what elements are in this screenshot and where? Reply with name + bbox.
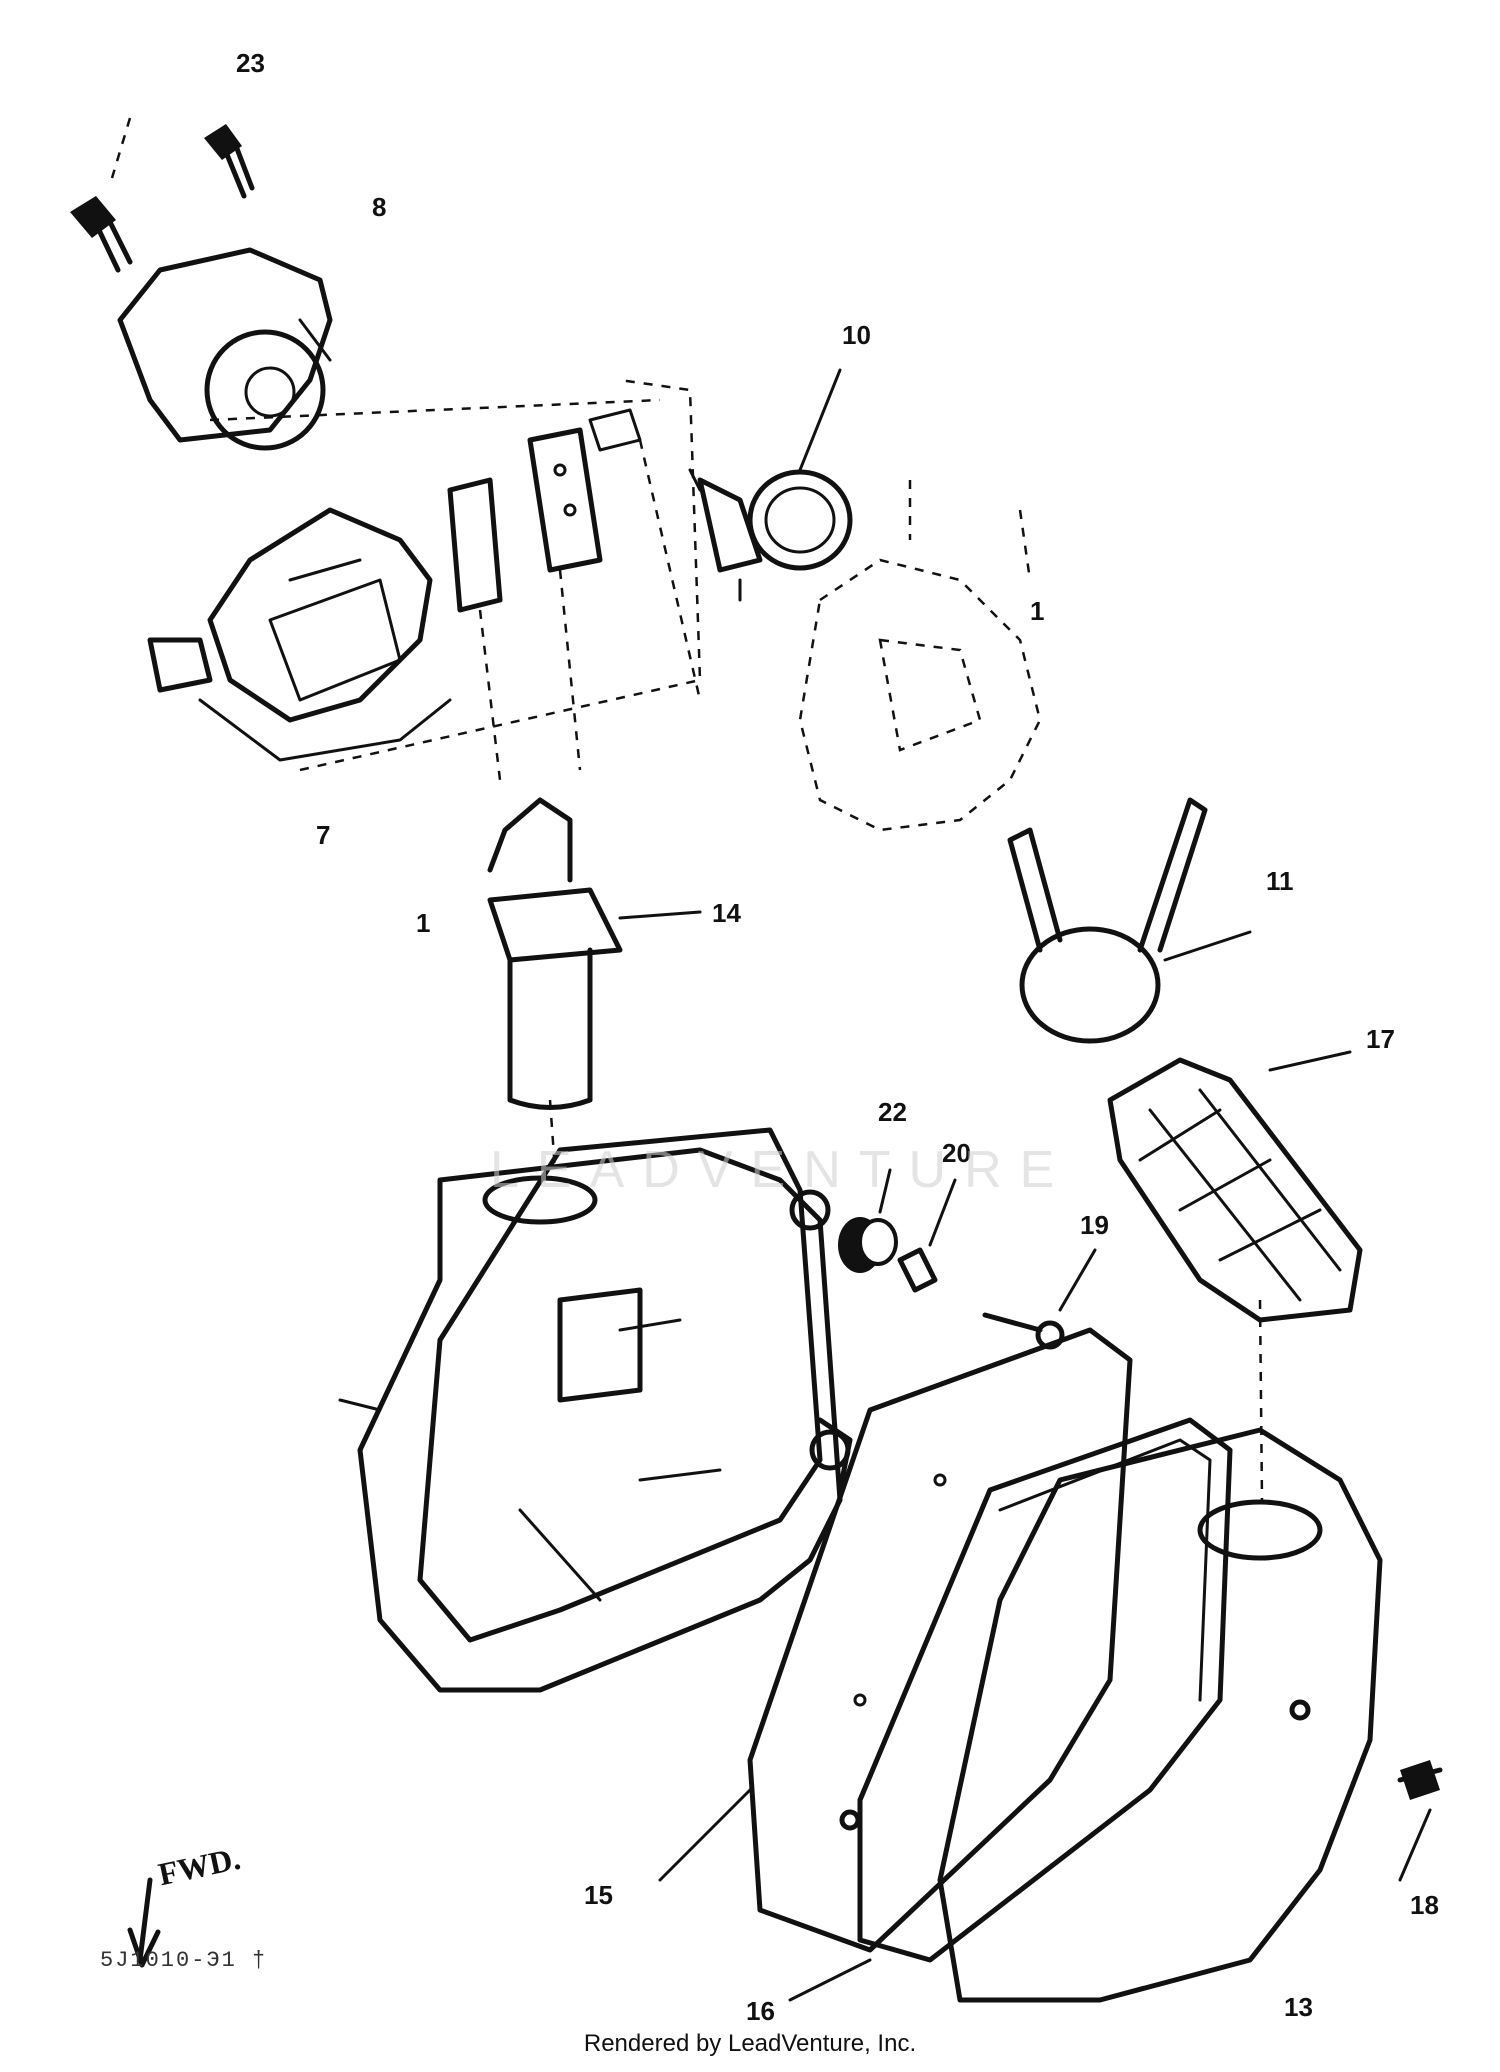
bolt-23-left xyxy=(70,196,133,273)
watermark: LEADVENTURE xyxy=(490,1141,1073,1199)
callout-7: 7 xyxy=(316,820,331,850)
cover-13 xyxy=(937,1299,1383,2003)
diagram-code: 5J1010-Э1 † xyxy=(100,1948,268,1973)
callout-11: 11 xyxy=(1266,866,1294,896)
screw-18 xyxy=(1397,1760,1443,1800)
callout-20: 20 xyxy=(942,1138,971,1168)
callout-17: 17 xyxy=(1366,1024,1395,1054)
callout-18: 18 xyxy=(1410,1890,1439,1920)
reed-plates xyxy=(447,408,642,613)
filter-element-15 xyxy=(747,1327,1133,1953)
callout-23: 23 xyxy=(236,48,265,78)
joint-17 xyxy=(1107,1057,1363,1323)
air-cleaner-case xyxy=(357,1099,853,1693)
bolt-23-right xyxy=(204,124,255,199)
reed-valve-7 xyxy=(147,507,452,762)
callout-14: 14 xyxy=(712,898,741,928)
band-11 xyxy=(1007,797,1208,1044)
intake-pipe-14 xyxy=(487,797,623,1110)
footer-credit: Rendered by LeadVenture, Inc. xyxy=(583,2030,917,2057)
grommet-22 xyxy=(838,1217,898,1273)
callout-1-bottom: 1 xyxy=(416,908,431,938)
callout-15: 15 xyxy=(584,1880,613,1910)
callout-10: 10 xyxy=(842,320,871,350)
clamp-10 xyxy=(688,468,853,602)
collar-20 xyxy=(897,1247,938,1293)
fwd-arrow xyxy=(127,1877,161,1968)
callout-8: 8 xyxy=(372,192,387,222)
callout-1-top: 1 xyxy=(1030,596,1045,626)
callout-16: 16 xyxy=(746,1996,775,2026)
carburetor-outline-1 xyxy=(798,480,1042,832)
cap-cover-8 xyxy=(117,247,333,451)
callout-19: 19 xyxy=(1080,1210,1109,1240)
callout-13: 13 xyxy=(1284,1992,1313,2022)
callout-22: 22 xyxy=(878,1097,907,1127)
gasket-16 xyxy=(857,1417,1233,1963)
